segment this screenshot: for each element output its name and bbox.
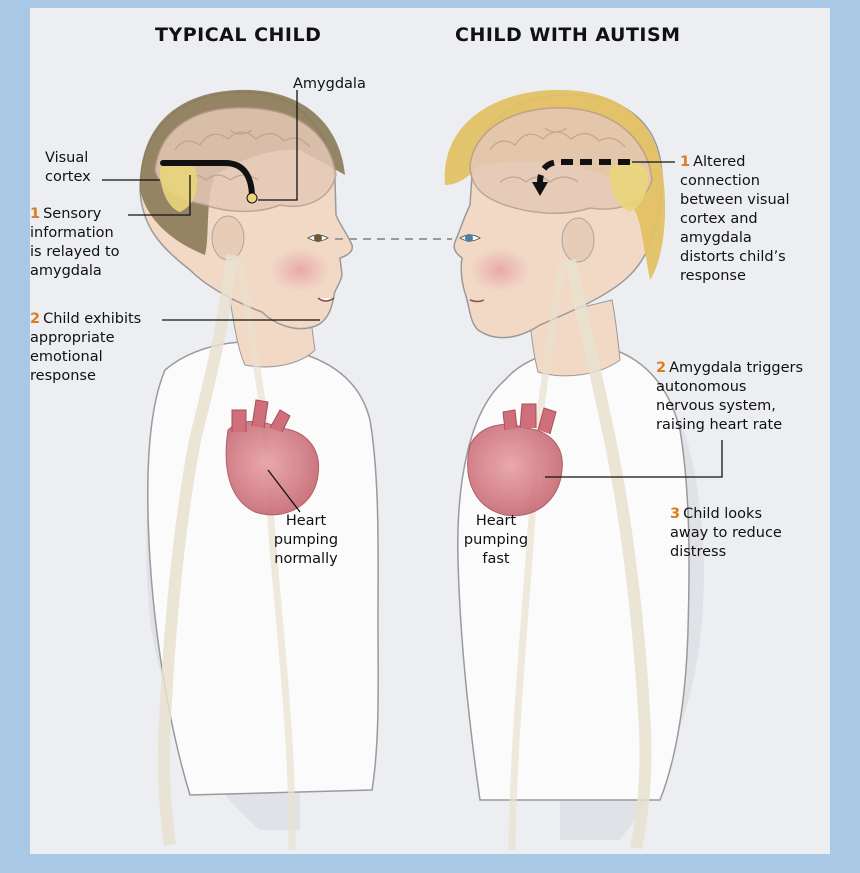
- label-line: distorts child’s: [680, 248, 790, 267]
- step-number: 1: [30, 206, 40, 222]
- label-line: nervous system,: [656, 397, 803, 416]
- label-line: Child exhibits: [43, 311, 141, 327]
- label-line: pumping: [458, 531, 534, 550]
- label-line: away to reduce: [670, 524, 782, 543]
- label-visual-cortex: Visual cortex: [45, 149, 91, 187]
- heading-typical-child: TYPICAL CHILD: [155, 24, 321, 46]
- label-line: Heart: [458, 512, 534, 531]
- right-shirt: [458, 347, 689, 800]
- label-line: information: [30, 224, 120, 243]
- label-line: between visual: [680, 191, 790, 210]
- label-visual-cortex-line2: cortex: [45, 168, 91, 187]
- right-ear: [562, 218, 594, 262]
- label-visual-cortex-line1: Visual: [45, 149, 91, 168]
- label-line: Heart: [265, 512, 347, 531]
- step-number: 3: [670, 506, 680, 522]
- label-line: appropriate: [30, 329, 141, 348]
- label-line: Child looks: [683, 506, 762, 522]
- label-line: Altered: [693, 154, 745, 170]
- left-child-figure: [140, 90, 378, 850]
- label-amygdala: Amygdala: [293, 75, 366, 94]
- label-line: cortex and: [680, 210, 790, 229]
- label-line: response: [680, 267, 790, 286]
- label-line: amygdala: [30, 262, 120, 281]
- label-left-heart: Heart pumping normally: [265, 512, 347, 569]
- right-heart: [468, 424, 563, 515]
- step-number: 2: [30, 311, 40, 327]
- label-line: emotional: [30, 348, 141, 367]
- right-child-figure: [445, 90, 704, 850]
- label-right-heart: Heart pumping fast: [458, 512, 534, 569]
- right-cheek: [470, 248, 530, 292]
- step-number: 2: [656, 360, 666, 376]
- label-line: is relayed to: [30, 243, 120, 262]
- heading-child-with-autism: CHILD WITH AUTISM: [455, 24, 681, 46]
- label-line: amygdala: [680, 229, 790, 248]
- left-amygdala: [247, 193, 257, 203]
- step-number: 1: [680, 154, 690, 170]
- label-line: normally: [265, 550, 347, 569]
- label-line: fast: [458, 550, 534, 569]
- label-line: distress: [670, 543, 782, 562]
- label-line: connection: [680, 172, 790, 191]
- label-line: pumping: [265, 531, 347, 550]
- label-line: autonomous: [656, 378, 803, 397]
- right-eye-iris: [465, 234, 473, 242]
- left-eye-iris: [314, 234, 322, 242]
- label-line: response: [30, 367, 141, 386]
- label-line: Sensory: [43, 206, 101, 222]
- label-line: Amygdala triggers: [669, 360, 803, 376]
- left-ear: [212, 216, 244, 260]
- left-cheek: [270, 248, 330, 292]
- label-line: raising heart rate: [656, 416, 803, 435]
